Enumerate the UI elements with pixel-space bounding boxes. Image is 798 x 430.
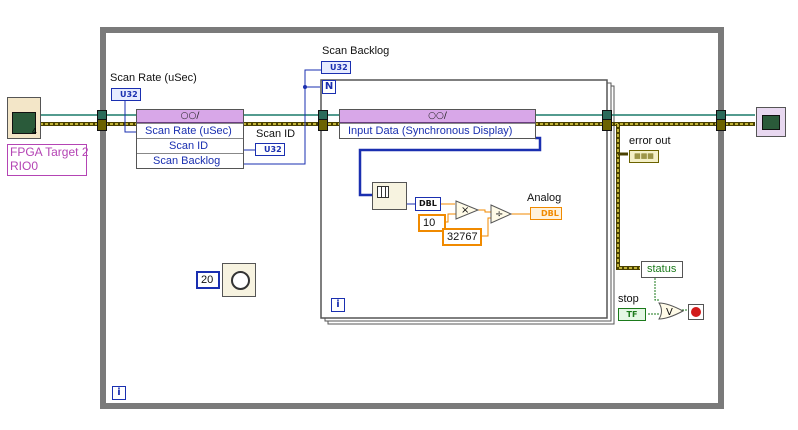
divisor-constant[interactable]: 32767 [442, 228, 482, 246]
dbl-wires [437, 203, 532, 237]
scan-rate-wire [124, 101, 140, 133]
status-wire [654, 278, 660, 301]
multiply-node[interactable]: × [455, 200, 479, 220]
inner-loop-iteration-terminal: i [331, 298, 345, 312]
wait-ms-constant[interactable]: 20 [196, 271, 220, 289]
divide-node[interactable]: ÷ [490, 204, 512, 224]
property-node-2[interactable]: ○○∕ Input Data (Synchronous Display) [339, 109, 536, 139]
array-grid-icon [377, 186, 389, 198]
prop-scan-rate[interactable]: Scan Rate (uSec) [137, 123, 243, 138]
scan-backlog-terminal[interactable]: U32 [321, 61, 351, 74]
input-data-wire [358, 136, 542, 197]
fpga-chip-icon [12, 112, 36, 134]
fpga-target-label: FPGA Target 2 RIO0 [7, 144, 89, 176]
loop-condition-terminal[interactable] [688, 304, 704, 320]
scan-rate-label: Scan Rate (uSec) [110, 72, 197, 84]
prop-scan-id[interactable]: Scan ID [137, 138, 243, 153]
stop-label: stop [618, 293, 639, 305]
property-node-1[interactable]: ○○∕ Scan Rate (uSec) Scan ID Scan Backlo… [136, 109, 244, 169]
outer-loop-iteration-terminal: i [112, 386, 126, 400]
stopwatch-icon [231, 271, 250, 290]
error-out-indicator[interactable]: ▦▦▦ [629, 150, 659, 163]
close-fpga-reference[interactable] [756, 107, 786, 137]
inner-tunnel-error-out [602, 119, 612, 131]
scan-backlog-const-wire [304, 69, 322, 87]
analog-indicator[interactable]: DBL [530, 207, 562, 220]
svg-text:÷: ÷ [495, 209, 503, 220]
scan-backlog-label: Scan Backlog [322, 45, 390, 57]
scan-id-label: Scan ID [256, 128, 296, 140]
fpga-target-name: FPGA Target 2 [10, 145, 89, 159]
index-array-node[interactable] [372, 182, 407, 210]
close-reference-icon [762, 115, 780, 130]
stop-sign-icon [691, 307, 701, 317]
prop-scan-backlog[interactable]: Scan Backlog [137, 153, 243, 168]
for-loop-count-terminal[interactable]: N [322, 80, 336, 94]
gain-constant[interactable]: 10 [418, 214, 446, 232]
property-node-2-header: ○○∕ [340, 110, 535, 123]
error-out-label: error out [629, 135, 671, 147]
fpga-reference[interactable]: 4 [7, 97, 41, 139]
svg-text:×: × [461, 205, 469, 216]
to-dbl-conversion[interactable]: DBL [415, 197, 441, 211]
tunnel-error-out [716, 119, 726, 131]
while-loop-frame[interactable] [100, 27, 724, 409]
tunnel-error-in [97, 119, 107, 131]
fpga-target-rio: RIO0 [10, 159, 39, 173]
analog-label: Analog [527, 192, 562, 204]
scan-id-indicator[interactable]: U32 [255, 143, 285, 156]
prop-input-data[interactable]: Input Data (Synchronous Display) [340, 123, 535, 138]
svg-text:V: V [666, 307, 673, 318]
property-node-1-header: ○○∕ [137, 110, 243, 123]
or-node[interactable]: V [658, 302, 684, 320]
stop-control[interactable]: TF [618, 308, 646, 321]
inner-tunnel-error-in [318, 119, 328, 131]
fpga-index: 4 [31, 127, 37, 136]
scan-backlog-wire [243, 86, 320, 165]
status-label: status [647, 263, 677, 275]
unbundle-status-node[interactable]: status [641, 261, 683, 278]
wait-ms-node[interactable] [222, 263, 256, 297]
scan-rate-control[interactable]: U32 [111, 88, 141, 101]
